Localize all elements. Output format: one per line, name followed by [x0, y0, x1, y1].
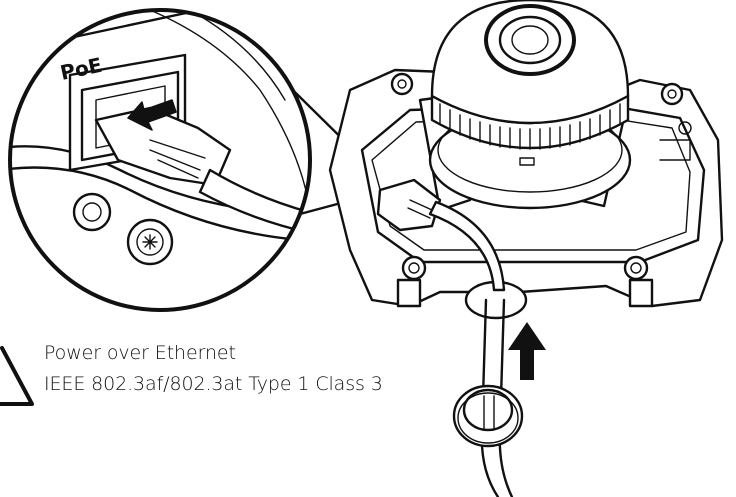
cable-and-grommet	[452, 298, 546, 497]
warning-triangle-icon	[0, 346, 34, 406]
poe-caption: Power over Ethernet IEEE 802.3af/802.3at…	[44, 338, 383, 400]
camera-assembly	[328, 0, 724, 320]
push-up-arrow-icon	[508, 322, 546, 380]
detail-magnifier: PoE	[8, 8, 384, 312]
insert-arrow-icon	[127, 99, 177, 131]
knurl-ticks	[439, 103, 621, 150]
caption-line-power: Power over Ethernet	[44, 342, 236, 364]
caption-line-standard: IEEE 802.3af/802.3at Type 1 Class 3	[44, 373, 383, 395]
